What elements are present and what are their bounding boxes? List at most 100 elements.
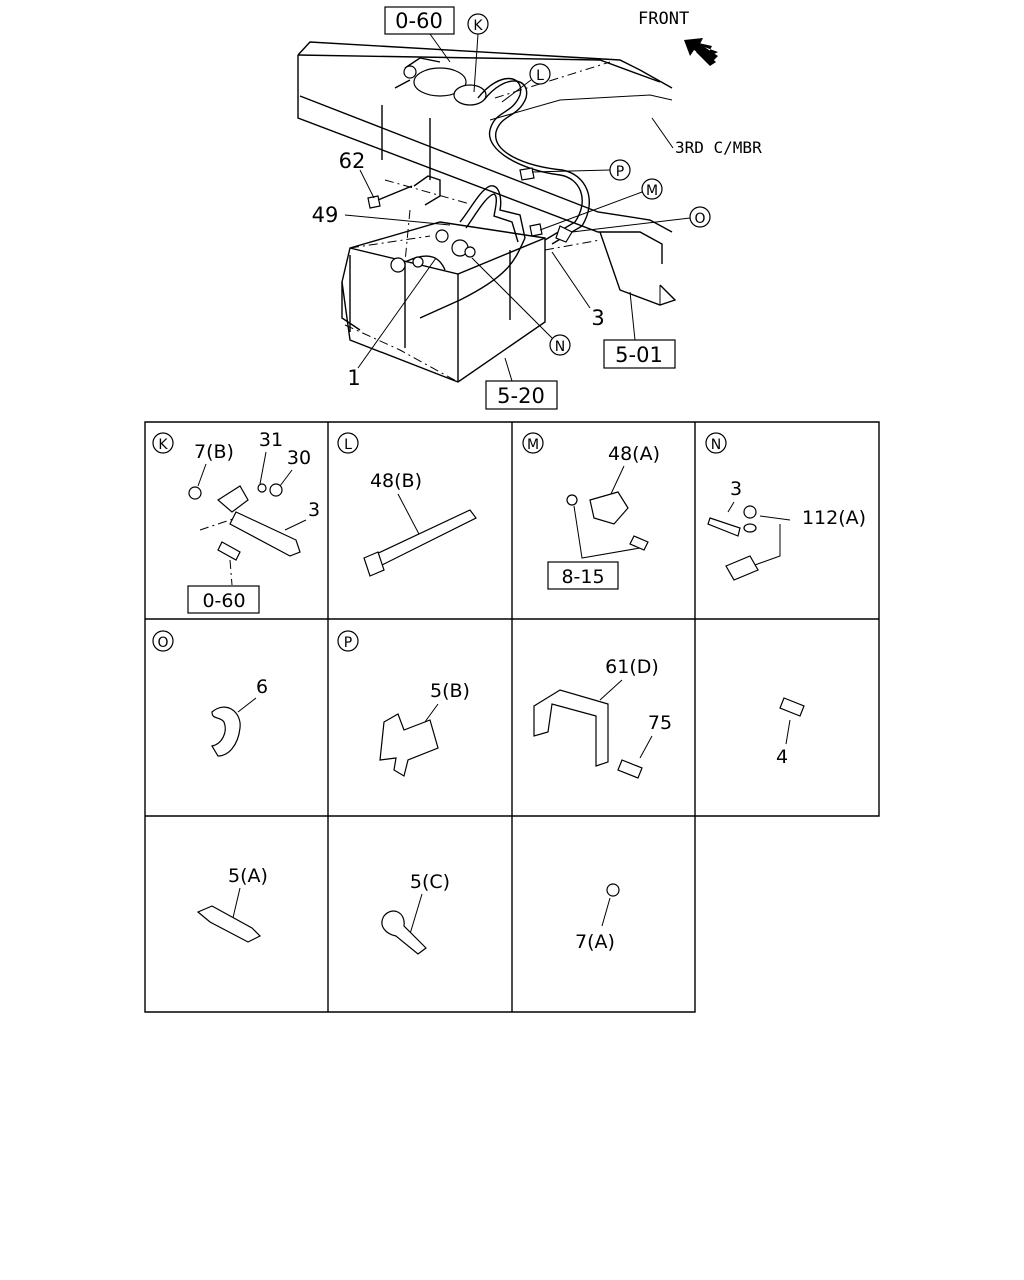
detail-k-leaders — [197, 451, 307, 531]
detail-k-guides — [199, 517, 237, 586]
detail-5c-label: 5(C) — [410, 871, 450, 893]
ref-battery-label: 5-20 — [497, 384, 545, 408]
detail-m-ref-leader — [573, 505, 641, 559]
detail-k: K 7(B) 31 30 3 0-60 — [152, 429, 320, 614]
detail-n-label-112a: 112(A) — [802, 507, 866, 529]
nut-7a-icon — [606, 883, 620, 897]
detail-bolt-label-4: 4 — [776, 746, 788, 768]
ref-box-frame — [603, 339, 676, 369]
callout-k-label: K — [473, 18, 483, 34]
callout-o-label: O — [694, 211, 705, 227]
callout-m-label: M — [646, 183, 658, 199]
cable-tie-icon — [371, 509, 477, 567]
detail-n-washer-icon — [743, 523, 757, 533]
leader-62 — [359, 169, 375, 199]
callout-p-label: P — [616, 164, 624, 180]
detail-k-label-31: 31 — [259, 429, 283, 451]
clamp-6-icon — [211, 706, 241, 757]
cable-tie-head-icon — [363, 551, 385, 577]
detail-n-leaders — [727, 501, 791, 567]
detail-o-label-6: 6 — [256, 676, 268, 698]
detail-5a-leader — [231, 887, 241, 923]
callout-n-leader — [471, 257, 553, 339]
dashed-guides — [344, 61, 611, 383]
detail-bracket-label-75: 75 — [648, 712, 672, 734]
detail-o-letter: O — [157, 635, 168, 651]
detail-7a-leader — [601, 897, 611, 927]
bolt-62-shape — [367, 175, 441, 209]
clamp-o-shape — [555, 225, 573, 243]
callout-o-leader — [571, 217, 691, 233]
detail-k-label-7b: 7(B) — [194, 441, 234, 463]
ref-top-leader — [429, 33, 451, 63]
clip-5c-icon — [381, 910, 427, 955]
frame-member — [297, 41, 677, 306]
detail-p-letter: P — [344, 635, 352, 651]
detail-bracket-leaders — [599, 679, 653, 759]
detail-m-nut-icon — [566, 494, 578, 506]
front-label: FRONT — [638, 9, 689, 29]
ref-top-label: 0-60 — [395, 9, 443, 33]
member-leader — [651, 117, 674, 149]
detail-k-ref-box — [187, 585, 260, 614]
detail-k-circle — [152, 432, 174, 454]
ref-frame-leader — [629, 291, 636, 341]
detail-m-circle — [522, 432, 544, 454]
clamp-5b-icon — [379, 713, 439, 777]
main-assembly: FRONT 3RD C/MBR — [297, 6, 762, 410]
part-number-62: 62 — [339, 149, 366, 173]
detail-m-letter: M — [527, 437, 539, 453]
member-label: 3RD C/MBR — [675, 138, 762, 157]
detail-n-letter: N — [711, 437, 721, 453]
clip-5a-icon — [196, 905, 262, 943]
ref-frame-label: 5-01 — [615, 343, 663, 367]
detail-5c-leader — [409, 893, 423, 935]
front-direction-icon — [684, 38, 718, 62]
detail-k-label-3: 3 — [308, 499, 320, 521]
detail-n-label-3: 3 — [730, 478, 742, 500]
bolt-icon — [217, 541, 241, 561]
callout-o-circle — [689, 206, 711, 228]
bracket-icon — [533, 689, 609, 767]
detail-n: N 3 112(A) — [705, 432, 866, 581]
detail-m-leader — [609, 465, 625, 497]
detail-7a-label: 7(A) — [575, 931, 615, 953]
callout-l-label: L — [536, 68, 544, 84]
callout-m-leader — [539, 191, 643, 231]
detail-5c: 5(C) — [381, 871, 450, 955]
callout-l-circle — [529, 63, 551, 85]
detail-7a: 7(A) — [575, 883, 620, 953]
detail-grid — [144, 421, 880, 1013]
detail-n-circle — [705, 432, 727, 454]
battery-terminals — [390, 229, 476, 273]
detail-k-label-30: 30 — [287, 447, 311, 469]
detail-bolt-leader — [785, 719, 791, 745]
detail-n-nut-icon — [743, 505, 757, 519]
callout-k-leader — [473, 33, 479, 93]
battery-box — [341, 221, 546, 383]
detail-l-letter: L — [344, 437, 352, 453]
clamp-p-shape — [519, 167, 535, 181]
callout-p-leader — [531, 169, 611, 173]
cables — [404, 77, 590, 319]
clip-icon — [589, 491, 629, 525]
detail-p-label-5b: 5(B) — [430, 680, 470, 702]
washer-icon — [257, 483, 267, 493]
detail-m-bolt-icon — [629, 535, 649, 551]
detail-m-ref-label: 8-15 — [561, 566, 604, 588]
detail-l: L 48(B) — [337, 432, 477, 577]
bracket-bolt-icon — [617, 759, 643, 779]
detail-m: M 48(A) 8-15 — [522, 432, 660, 590]
part-number-49: 49 — [312, 203, 339, 227]
detail-m-ref-box — [547, 561, 619, 590]
nut-30-icon — [269, 483, 283, 497]
detail-bracket: 61(D) 75 — [533, 656, 672, 779]
detail-5a: 5(A) — [196, 865, 268, 943]
detail-k-ref-label: 0-60 — [202, 590, 245, 612]
detail-p-circle — [337, 630, 359, 652]
detail-l-label-48b: 48(B) — [370, 470, 422, 492]
callout-n-label: N — [555, 339, 565, 355]
starter-motor — [394, 57, 487, 106]
detail-l-leader — [397, 493, 421, 537]
